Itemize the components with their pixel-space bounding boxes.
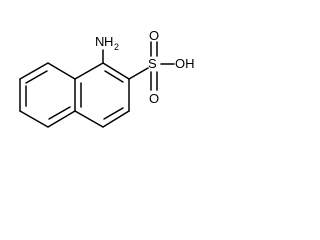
double-bond-c8-c7-inner	[25, 70, 48, 84]
amine-n-label: N	[95, 34, 104, 49]
naphthalene-sulfonic-acid-structure: N H 2 S O O OH	[19, 28, 195, 128]
bond-c2-s	[128, 67, 149, 80]
bond-c8-c7	[19, 62, 49, 80]
oxygen-top-label: O	[149, 28, 159, 43]
double-bond-c5-c4a-inner	[48, 106, 71, 120]
bond-c1-c2	[102, 62, 130, 80]
bond-c8a-c1	[74, 62, 104, 80]
oxygen-bottom-label: O	[149, 91, 159, 106]
amine-h-label: H	[104, 34, 113, 49]
hydroxyl-label: OH	[175, 56, 195, 71]
amine-subscript: 2	[114, 42, 119, 52]
bond-c6-c5	[19, 110, 49, 128]
double-bond-c3-c4-inner	[103, 107, 124, 120]
sulfur-label: S	[148, 56, 157, 71]
bond-c8a-c8	[47, 62, 76, 80]
bond-c5-c4a	[47, 110, 76, 128]
bond-c4-c4a	[74, 110, 104, 128]
double-bond-c1-c2-inner	[104, 70, 124, 83]
bond-c3-c4	[102, 110, 130, 128]
